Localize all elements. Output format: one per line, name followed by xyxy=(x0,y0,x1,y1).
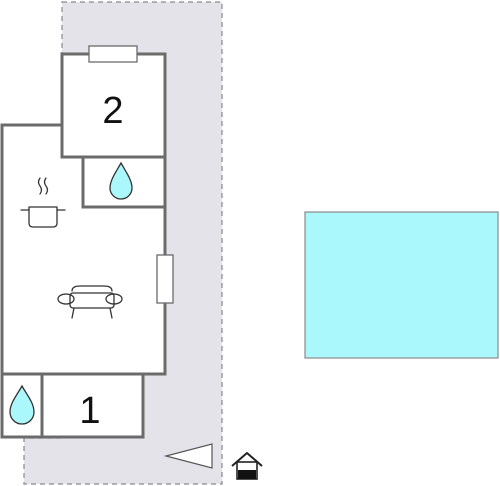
water-drop-icon xyxy=(9,384,35,425)
water-drop-icon xyxy=(109,161,133,200)
bedroom-1 xyxy=(40,372,145,439)
sofa-icon xyxy=(57,285,123,319)
room-number-1: 1 xyxy=(79,390,100,432)
swimming-pool xyxy=(304,211,499,359)
window xyxy=(156,254,174,304)
room-number-2: 2 xyxy=(102,90,123,132)
triangle-arrow-icon xyxy=(163,443,213,469)
bedroom-2 xyxy=(60,52,167,159)
cooking-pot-icon xyxy=(20,177,66,228)
house-entrance-icon xyxy=(231,452,263,480)
window xyxy=(88,45,138,63)
